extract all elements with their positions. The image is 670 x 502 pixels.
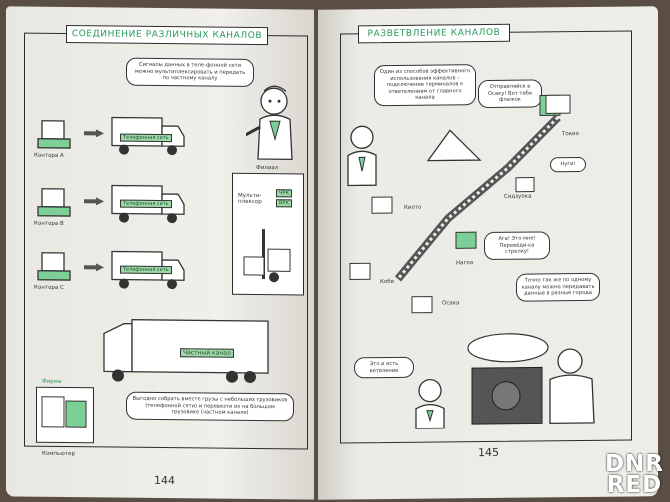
shizuoka-terminal-icon — [515, 177, 535, 193]
left-bottom-bubble: Выгодно собрать вместе грузы с небольших… — [126, 391, 294, 421]
tokyo-bubble: Отправляйся в Осаку! Вот тебе флажок — [478, 79, 542, 108]
forklift-icon — [243, 229, 291, 283]
city-shizuoka: Сидзуока — [504, 193, 532, 200]
branch-title: Филиал — [256, 165, 279, 172]
nagoya-terminal-icon — [455, 231, 477, 249]
left-page-title: СОЕДИНЕНИЕ РАЗЛИЧНЫХ КАНАЛОВ — [66, 25, 268, 46]
left-book-page: СОЕДИНЕНИЕ РАЗЛИЧНЫХ КАНАЛОВ Сигналы дан… — [6, 6, 314, 500]
same-channel-bubble: Точно так же по одному каналу можно пере… — [516, 272, 600, 302]
office-b-computer-icon — [37, 188, 71, 217]
man-illustration — [246, 85, 293, 161]
mux-tag-2: ВРК — [276, 199, 292, 208]
kyoto-terminal-icon — [371, 196, 393, 214]
watermark-line-1: DNR — [604, 451, 664, 477]
mainframe-computer-icon — [41, 396, 87, 428]
truck-c-label: Телефонная сеть — [120, 265, 172, 275]
office-a-label: Контора А — [34, 152, 64, 159]
big-truck-private-channel — [103, 319, 269, 383]
osaka-terminal-icon — [411, 296, 433, 314]
train-and-conductor — [467, 333, 595, 425]
right-book-page: РАЗВЕТВЛЕНИЕ КАНАЛОВ Один из способов эф… — [318, 6, 658, 500]
aga-bubble: Ага! Это мне! Перевёди-ка стрелку! — [484, 231, 550, 260]
office-c-computer-icon — [37, 252, 71, 281]
office-c-label: Контора С — [34, 284, 64, 291]
mux-tag-1: ЧРК — [276, 189, 292, 198]
private-channel-label: Частный канал — [180, 348, 234, 358]
watermark-line-2: RED — [606, 472, 663, 498]
city-kobe: Кобе — [380, 278, 395, 286]
computer-label: Компьютер — [42, 450, 75, 458]
watermark-logo: DNR RED — [604, 451, 664, 498]
city-tokyo: Токио — [562, 131, 579, 138]
right-top-bubble: Один из способов эффективного использова… — [374, 64, 476, 106]
woman-illustration — [415, 378, 445, 429]
right-page-number: 145 — [478, 445, 499, 460]
city-kyoto: Киото — [404, 204, 422, 211]
firm-title: Фирма — [42, 378, 62, 385]
nugi-bubble: Нуги! — [550, 156, 586, 172]
mountain-icon — [426, 129, 482, 162]
office-a-computer-icon — [37, 120, 71, 149]
man-illustration — [347, 125, 377, 187]
cash-register-icon — [545, 94, 571, 114]
city-nagoya: Нагоя — [456, 260, 474, 267]
right-page-title: РАЗВЕТВЛЕНИЕ КАНАЛОВ — [358, 23, 510, 44]
city-osaka: Осака — [442, 300, 460, 307]
truck-a-label: Телефонная сеть — [120, 133, 172, 143]
left-page-number: 144 — [154, 473, 175, 488]
truck-b-label: Телефонная сеть — [120, 199, 172, 209]
multiplexer-label: Мульти-плексор — [238, 192, 262, 206]
kobe-terminal-icon — [349, 262, 371, 280]
left-top-bubble: Сигналы данных в теле-фонной сети можно … — [126, 57, 254, 87]
main-channel-railway — [394, 114, 561, 282]
office-b-label: Контора В — [34, 220, 64, 227]
branching-bubble: Это и есть ветвление — [354, 356, 414, 379]
